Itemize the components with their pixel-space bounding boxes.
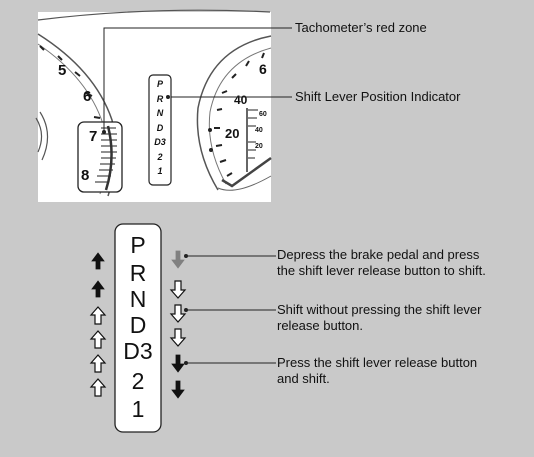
down-arrow-solid-icon <box>171 380 185 399</box>
up-arrow-outline-icon <box>89 378 107 397</box>
tach-label-7: 7 <box>89 128 97 145</box>
indicator-position-d3: D3 <box>154 137 166 147</box>
speed-label-40: 40 <box>234 93 248 107</box>
instruction-3-line-1: Press the shift lever release button <box>277 355 478 370</box>
instruction-3-line-2: and shift. <box>277 371 330 386</box>
indicator-position-2: 2 <box>157 151 163 162</box>
indicator-position-r: R <box>156 93 164 104</box>
speedometer: 6 40 20 60 40 20 <box>196 35 272 191</box>
up-arrow-outline-icon <box>89 330 107 349</box>
shift-gate-panel <box>114 223 162 433</box>
down-arrow-solid-icon <box>171 354 185 373</box>
up-arrow-outline-icon <box>89 306 107 325</box>
down-arrow-outline-icon <box>169 328 187 347</box>
gate-position-1: 1 <box>131 396 145 422</box>
gate-position-r: R <box>129 260 147 286</box>
callout-tachometer-red-zone: Tachometer’s red zone <box>295 20 427 35</box>
up-arrow-solid-icon <box>91 252 105 270</box>
up-arrow-outline-icon <box>89 354 107 373</box>
instruction-1: Depress the brake pedal and press the sh… <box>277 247 486 279</box>
down-arrow-outline-icon <box>169 304 187 323</box>
up-arrow-solid-icon <box>91 280 105 298</box>
red-zone-leader-line <box>103 27 292 132</box>
gate-position-2: 2 <box>131 368 145 394</box>
down-arrow-outline-icon <box>169 280 187 299</box>
speed-label-6: 6 <box>259 61 267 77</box>
downshift-arrows <box>169 250 187 399</box>
speed-minor-label-40: 40 <box>255 127 263 134</box>
indicator-position-d: D <box>156 122 164 133</box>
gate-position-d3: D3 <box>123 338 153 364</box>
gate-position-p: P <box>130 232 146 258</box>
instruction-2: Shift without pressing the shift lever r… <box>277 302 482 334</box>
tach-label-8: 8 <box>81 167 89 184</box>
upshift-arrows <box>89 252 107 397</box>
gate-position-d: D <box>129 312 147 338</box>
gate-position-n: N <box>129 286 147 312</box>
tach-label-6: 6 <box>83 88 91 105</box>
indicator-position-1: 1 <box>157 166 163 176</box>
callout-shift-lever-position-indicator: Shift Lever Position Indicator <box>295 89 461 104</box>
indicator-position-p: P <box>156 79 163 89</box>
instruction-2-line-2: release button. <box>277 318 364 333</box>
instruction-2-line-1: Shift without pressing the shift lever <box>277 302 482 317</box>
speed-minor-label-60: 60 <box>259 111 267 118</box>
indicator-position-n: N <box>156 108 164 118</box>
tachometer: 5 6 7 8 <box>35 33 123 197</box>
shift-indicator-strip <box>148 74 172 186</box>
tach-label-5: 5 <box>58 62 66 79</box>
speed-label-20: 20 <box>225 126 239 141</box>
instruction-1-line-1: Depress the brake pedal and press <box>277 247 480 262</box>
speed-minor-label-20: 20 <box>255 143 263 150</box>
down-arrow-grey-icon <box>171 250 185 269</box>
instruction-3: Press the shift lever release button and… <box>277 355 477 387</box>
instruction-1-line-2: the shift lever release button to shift. <box>277 263 486 278</box>
